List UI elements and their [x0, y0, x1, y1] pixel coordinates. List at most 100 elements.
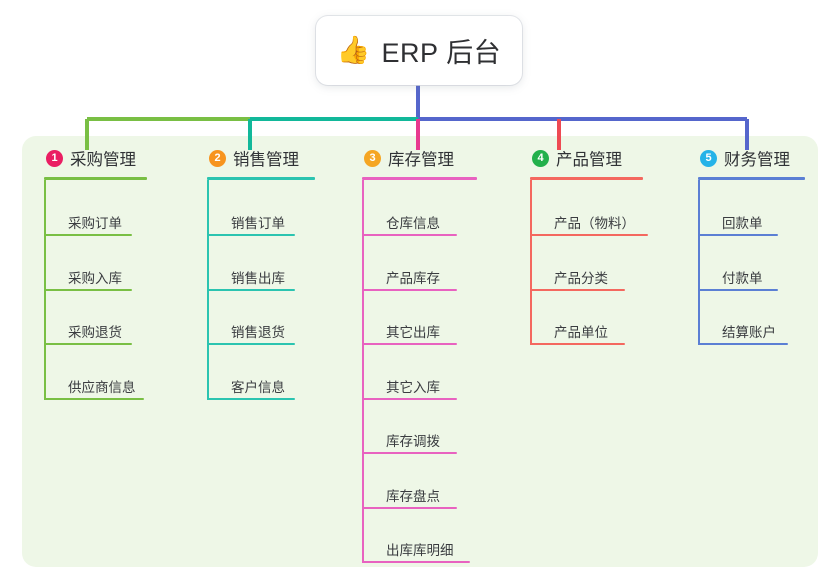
list-item-label: 其它出库 [386, 325, 440, 340]
list-item-rule [530, 288, 625, 291]
list-item[interactable]: 销售出库 [207, 236, 357, 291]
column-header-5[interactable]: 5 财务管理 [698, 146, 818, 170]
column-header-1[interactable]: 1 采购管理 [44, 146, 194, 170]
list-item[interactable]: 销售订单 [207, 180, 357, 236]
column-title-4: 产品管理 [556, 151, 622, 169]
column-1: 1 采购管理采购订单采购入库采购退货供应商信息 [44, 146, 194, 400]
column-badge-1: 1 [46, 149, 63, 167]
list-item-rule [207, 288, 295, 291]
column-items-3: 仓库信息产品库存其它出库其它入库库存调拨库存盘点出库库明细 [362, 180, 527, 563]
column-spine-4 [530, 180, 532, 345]
list-item-rule [698, 234, 778, 236]
list-item-rule [362, 343, 457, 345]
list-item-rule [362, 234, 457, 236]
list-item-label: 采购订单 [68, 216, 122, 231]
list-item-rule [44, 397, 144, 400]
list-item-rule [207, 343, 295, 345]
column-5: 5 财务管理回款单付款单结算账户 [698, 146, 818, 345]
list-item-label: 付款单 [722, 270, 763, 286]
list-item[interactable]: 产品（物料） [530, 180, 690, 236]
list-item-label: 产品库存 [386, 270, 440, 286]
root-node-label: ERP 后台 [381, 38, 502, 68]
list-item-label: 库存盘点 [386, 488, 440, 504]
list-item[interactable]: 其它入库 [362, 345, 527, 400]
column-items-4: 产品（物料） 产品分类产品单位 [530, 180, 690, 345]
list-item-rule [362, 397, 457, 400]
list-item-rule [362, 288, 457, 291]
list-item-label: 产品分类 [554, 270, 608, 286]
column-badge-5: 5 [700, 149, 717, 167]
column-header-rule-3 [362, 177, 477, 180]
list-item[interactable]: 仓库信息 [362, 180, 527, 236]
list-item-rule [44, 288, 132, 291]
list-item[interactable]: 采购退货 [44, 291, 194, 345]
list-item-label: 回款单 [722, 216, 763, 231]
list-item[interactable]: 付款单 [698, 236, 818, 291]
list-item-label: 销售订单 [231, 216, 285, 231]
list-item-label: 采购退货 [68, 325, 122, 340]
list-item[interactable]: 供应商信息 [44, 345, 194, 400]
list-item-rule [362, 452, 457, 454]
list-item[interactable]: 其它出库 [362, 291, 527, 345]
column-badge-3: 3 [364, 149, 381, 167]
content-panel [22, 136, 818, 567]
list-item[interactable]: 客户信息 [207, 345, 357, 400]
list-item-rule [44, 234, 132, 236]
list-item[interactable]: 产品库存 [362, 236, 527, 291]
list-item[interactable]: 库存调拨 [362, 400, 527, 454]
list-item-rule [530, 343, 625, 345]
column-header-3[interactable]: 3 库存管理 [362, 146, 527, 170]
list-item-label: 结算账户 [722, 325, 776, 340]
column-header-4[interactable]: 4 产品管理 [530, 146, 690, 170]
column-header-rule-5 [698, 177, 805, 180]
list-item[interactable]: 出库库明细 [362, 509, 527, 563]
list-item[interactable]: 采购入库 [44, 236, 194, 291]
list-item[interactable]: 库存盘点 [362, 454, 527, 509]
list-item-rule [44, 343, 132, 345]
list-item-rule [207, 397, 295, 400]
list-item[interactable]: 产品单位 [530, 291, 690, 345]
list-item-label: 供应商信息 [68, 379, 136, 395]
list-item[interactable]: 回款单 [698, 180, 818, 236]
column-spine-5 [698, 180, 700, 345]
thumbs-up-icon: 👍 [336, 35, 371, 66]
root-node-erp-backend[interactable]: 👍 ERP 后台 [316, 16, 522, 85]
column-header-rule-1 [44, 177, 147, 180]
column-badge-4: 4 [532, 149, 549, 167]
list-item-rule [207, 234, 295, 236]
list-item-label: 出库库明细 [386, 543, 454, 558]
list-item-rule [362, 506, 457, 509]
list-item-label: 仓库信息 [386, 216, 440, 231]
list-item-label: 客户信息 [231, 379, 285, 395]
list-item-rule [530, 234, 648, 236]
list-item-label: 库存调拨 [386, 434, 440, 449]
column-header-rule-4 [530, 177, 643, 180]
list-item[interactable]: 采购订单 [44, 180, 194, 236]
list-item-label: 销售出库 [231, 270, 285, 286]
list-item-rule [362, 561, 470, 563]
list-item[interactable]: 结算账户 [698, 291, 818, 345]
list-item-label: 其它入库 [386, 379, 440, 395]
column-title-3: 库存管理 [388, 151, 454, 169]
list-item[interactable]: 销售退货 [207, 291, 357, 345]
column-items-2: 销售订单销售出库销售退货客户信息 [207, 180, 357, 400]
column-2: 2 销售管理销售订单销售出库销售退货客户信息 [207, 146, 357, 400]
column-items-5: 回款单付款单结算账户 [698, 180, 818, 345]
column-badge-2: 2 [209, 149, 226, 167]
column-title-1: 采购管理 [70, 151, 136, 169]
column-title-2: 销售管理 [233, 151, 299, 169]
column-title-5: 财务管理 [724, 151, 790, 169]
column-4: 4 产品管理产品（物料） 产品分类产品单位 [530, 146, 690, 345]
list-item[interactable]: 产品分类 [530, 236, 690, 291]
column-3: 3 库存管理仓库信息产品库存其它出库其它入库库存调拨库存盘点出库库明细 [362, 146, 527, 563]
list-item-label: 销售退货 [231, 325, 285, 340]
list-item-label: 采购入库 [68, 270, 122, 286]
list-item-label: 产品单位 [554, 325, 608, 340]
column-items-1: 采购订单采购入库采购退货供应商信息 [44, 180, 194, 400]
list-item-rule [698, 288, 778, 291]
column-header-2[interactable]: 2 销售管理 [207, 146, 357, 170]
list-item-rule [698, 343, 788, 345]
column-spine-3 [362, 180, 364, 563]
column-header-rule-2 [207, 177, 315, 180]
